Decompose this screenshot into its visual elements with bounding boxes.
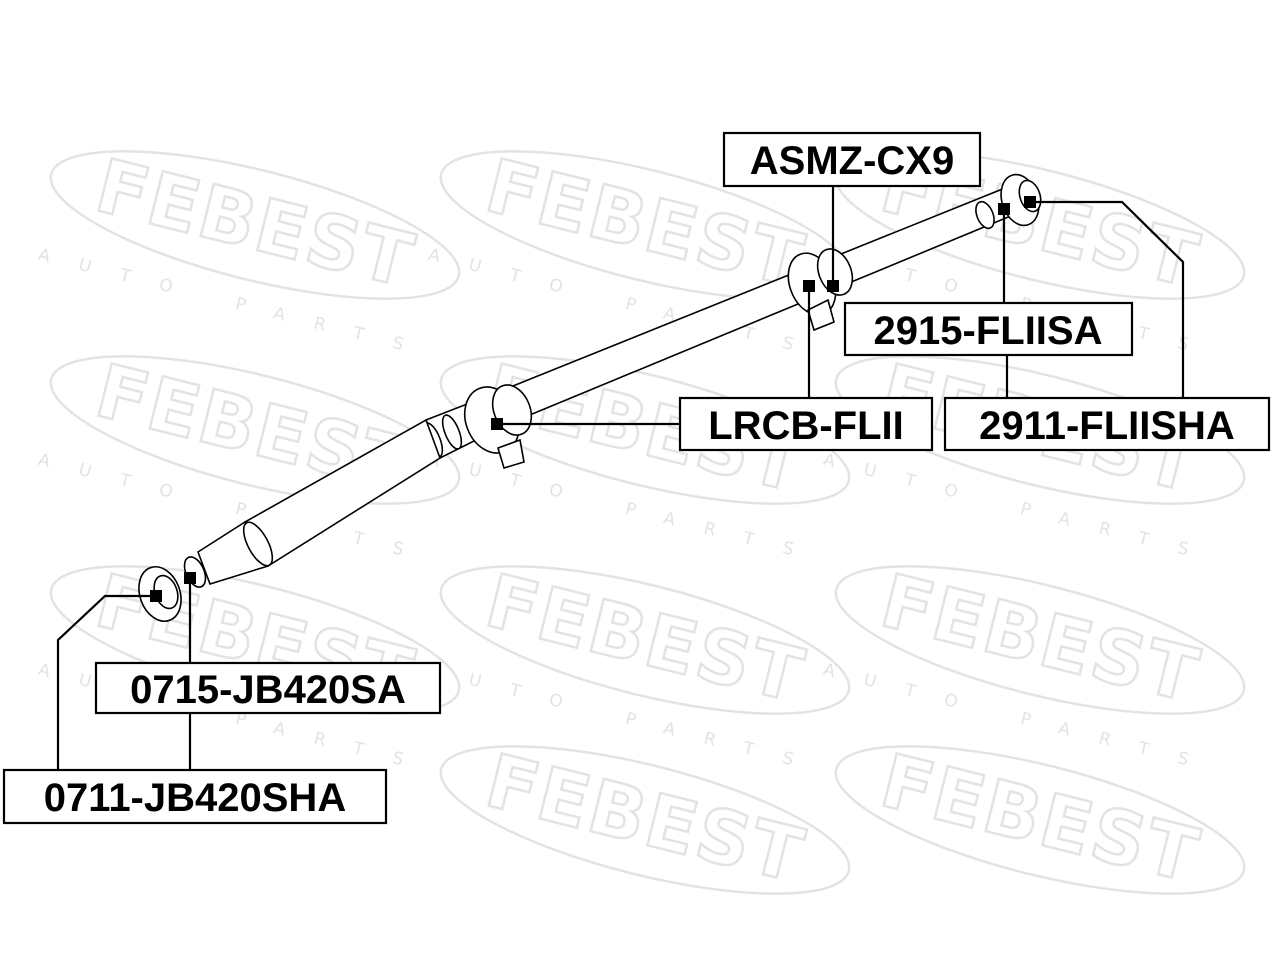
- part-label-0711[interactable]: 0711-JB420SHA: [2, 768, 388, 825]
- watermark: FEBEST AUTO PARTS: [36, 557, 461, 777]
- marker-lrcb: [491, 418, 503, 430]
- label-box: [678, 396, 934, 452]
- leader-lines: [56, 186, 1185, 770]
- watermark-oval: [49, 355, 461, 505]
- part-label-2915[interactable]: 2915-FLIISA: [843, 301, 1134, 357]
- part-number: 0715-JB420SA: [130, 668, 406, 712]
- part-label-0715[interactable]: 0715-JB420SA: [94, 661, 442, 715]
- flange-collar: [975, 200, 995, 230]
- label-box: [2, 768, 388, 825]
- label-box: [722, 131, 982, 188]
- part-label-asmz[interactable]: ASMZ-CX9: [722, 131, 982, 188]
- neck-ring: [242, 521, 274, 567]
- watermark: FEBEST: [834, 737, 1246, 901]
- marker-asmz: [827, 280, 839, 292]
- watermark: FEBEST AUTO PARTS: [426, 557, 851, 777]
- leader-2911: [1030, 200, 1185, 398]
- label-box: [843, 301, 1134, 357]
- watermark-oval: [834, 745, 1246, 895]
- bearing-bracket: [807, 298, 835, 332]
- watermark-oval: [834, 355, 1246, 505]
- watermark-oval: [439, 745, 851, 895]
- watermark-oval: [834, 565, 1246, 715]
- marker-0711: [150, 590, 162, 602]
- leader-0711: [56, 594, 156, 770]
- leader-dots: [150, 196, 1036, 602]
- marker-lrcb-rear: [803, 280, 815, 292]
- part-number: 2911-FLIISHA: [979, 404, 1235, 448]
- watermark-oval: [439, 355, 851, 505]
- rear-center-bearing: [787, 248, 854, 332]
- part-label-2911[interactable]: 2911-FLIISHA: [943, 396, 1271, 452]
- marker-0715: [184, 572, 196, 584]
- watermark-oval: [49, 150, 461, 300]
- bearing-inner: [816, 248, 854, 296]
- part-number: ASMZ-CX9: [750, 139, 954, 183]
- label-box: [94, 661, 442, 715]
- part-labels: ASMZ-CX9 2915-FLIISA LRCB-FLII 2911-FLII…: [2, 131, 1271, 825]
- part-label-lrcb[interactable]: LRCB-FLII: [678, 396, 934, 452]
- propeller-shaft: [138, 173, 1042, 622]
- watermark: FEBEST AUTO PARTS: [36, 142, 461, 362]
- bearing-bracket: [497, 438, 525, 469]
- part-number: 2915-FLIISA: [874, 309, 1103, 353]
- marker-2911: [1024, 196, 1036, 208]
- label-box: [943, 396, 1271, 452]
- watermark-oval: [439, 565, 851, 715]
- watermark: FEBEST AUTO PARTS: [821, 557, 1246, 777]
- watermark: FEBEST: [439, 737, 851, 901]
- part-number: 0711-JB420SHA: [44, 776, 346, 820]
- part-number: LRCB-FLII: [708, 404, 904, 448]
- spline-ring: [441, 414, 463, 450]
- marker-2915: [998, 203, 1010, 215]
